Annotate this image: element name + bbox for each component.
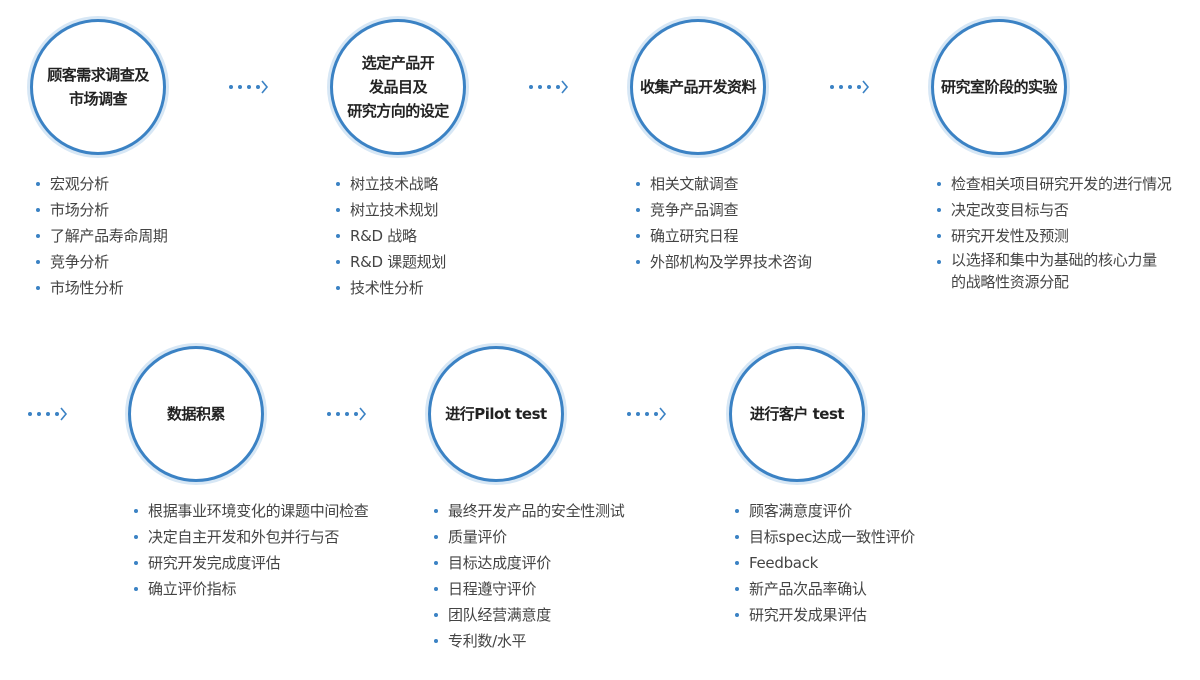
- bullet-icon: [937, 260, 941, 264]
- bullet-icon: [134, 535, 138, 539]
- list-item: 了解产品寿命周期: [36, 223, 168, 249]
- list-item: 研究开发性及预测: [937, 223, 1172, 249]
- list-item: 相关文献调查: [636, 171, 812, 197]
- stage-1-list: 宏观分析 市场分析 了解产品寿命周期 竞争分析 市场性分析: [36, 171, 168, 301]
- bullet-icon: [336, 182, 340, 186]
- stage-2-title: 选定产品开 发品目及 研究方向的设定: [347, 54, 449, 120]
- bullet-icon: [134, 587, 138, 591]
- list-item: 新产品次品率确认: [735, 576, 915, 602]
- list-item: 宏观分析: [36, 171, 168, 197]
- stage-3-circle: 收集产品开发资料: [630, 19, 766, 155]
- list-item: Feedback: [735, 550, 915, 576]
- list-item: 确立评价指标: [134, 576, 369, 602]
- bullet-icon: [36, 182, 40, 186]
- list-item: 专利数/水平: [434, 628, 624, 654]
- bullet-icon: [336, 286, 340, 290]
- bullet-icon: [735, 535, 739, 539]
- list-item: 检查相关项目研究开发的进行情况: [937, 171, 1172, 197]
- list-item: 树立技术规划: [336, 197, 446, 223]
- list-item: 研究开发完成度评估: [134, 550, 369, 576]
- bullet-icon: [336, 208, 340, 212]
- bullet-icon: [937, 208, 941, 212]
- connector-4-icon: [28, 407, 68, 421]
- list-item: 确立研究日程: [636, 223, 812, 249]
- bullet-icon: [434, 613, 438, 617]
- stage-1-circle: 顾客需求调查及 市场调查: [30, 19, 166, 155]
- bullet-icon: [636, 260, 640, 264]
- stage-2-list: 树立技术战略 树立技术规划 R&D 战略 R&D 课题规划 技术性分析: [336, 171, 446, 301]
- list-item: 目标达成度评价: [434, 550, 624, 576]
- bullet-icon: [434, 535, 438, 539]
- bullet-icon: [36, 234, 40, 238]
- list-item: 最终开发产品的安全性测试: [434, 498, 625, 524]
- bullet-icon: [937, 182, 941, 186]
- list-item: 竞争产品调查: [636, 197, 812, 223]
- list-item: 顾客满意度评价: [735, 498, 915, 524]
- connector-6-icon: [627, 407, 667, 421]
- stage-6-title: 进行Pilot test: [445, 405, 547, 423]
- bullet-icon: [134, 561, 138, 565]
- bullet-icon: [735, 561, 739, 565]
- bullet-icon: [636, 182, 640, 186]
- bullet-icon: [434, 561, 438, 565]
- connector-5-icon: [327, 407, 367, 421]
- stage-5-list: 根据事业环境变化的课题中间检查 决定自主开发和外包并行与否 研究开发完成度评估 …: [134, 498, 369, 602]
- stage-4-title: 研究室阶段的实验: [940, 78, 1058, 96]
- stage-6-list: 最终开发产品的安全性测试 质量评价 目标达成度评价 日程遵守评价 团队经营满意度…: [434, 498, 625, 654]
- list-item: 以选择和集中为基础的核心力量 的战略性资源分配: [937, 249, 1172, 295]
- list-item: 决定改变目标与否: [937, 197, 1172, 223]
- stage-5-circle: 数据积累: [128, 346, 264, 482]
- stage-7-title: 进行客户 test: [749, 405, 845, 423]
- bullet-icon: [636, 208, 640, 212]
- stage-7-list: 顾客满意度评价 目标spec达成一致性评价 Feedback 新产品次品率确认 …: [735, 498, 915, 628]
- connector-2-icon: [529, 80, 569, 94]
- list-item: 树立技术战略: [336, 171, 446, 197]
- bullet-icon: [36, 208, 40, 212]
- bullet-icon: [36, 286, 40, 290]
- bullet-icon: [735, 587, 739, 591]
- list-item: 技术性分析: [336, 275, 446, 301]
- stage-4-list: 检查相关项目研究开发的进行情况 决定改变目标与否 研究开发性及预测 以选择和集中…: [937, 171, 1172, 295]
- stage-3-title: 收集产品开发资料: [639, 78, 757, 96]
- stage-5-title: 数据积累: [166, 405, 226, 423]
- list-item: 目标spec达成一致性评价: [735, 524, 915, 550]
- list-item: R&D 战略: [336, 223, 446, 249]
- list-item: 决定自主开发和外包并行与否: [134, 524, 369, 550]
- list-item: 外部机构及学界技术咨询: [636, 249, 812, 275]
- stage-6-circle: 进行Pilot test: [428, 346, 564, 482]
- bullet-icon: [134, 509, 138, 513]
- bullet-icon: [735, 509, 739, 513]
- list-item: 根据事业环境变化的课题中间检查: [134, 498, 369, 524]
- list-item: 市场分析: [36, 197, 168, 223]
- stage-1-title: 顾客需求调查及 市场调查: [47, 66, 149, 108]
- bullet-icon: [336, 234, 340, 238]
- list-item: R&D 课题规划: [336, 249, 446, 275]
- list-item: 团队经营满意度: [434, 602, 624, 628]
- stage-2-circle: 选定产品开 发品目及 研究方向的设定: [330, 19, 466, 155]
- stage-4-circle: 研究室阶段的实验: [931, 19, 1067, 155]
- connector-3-icon: [830, 80, 870, 94]
- bullet-icon: [735, 613, 739, 617]
- list-item: 竞争分析: [36, 249, 168, 275]
- list-item: 市场性分析: [36, 275, 168, 301]
- list-item: 研究开发成果评估: [735, 602, 915, 628]
- bullet-icon: [636, 234, 640, 238]
- bullet-icon: [434, 509, 438, 513]
- bullet-icon: [434, 639, 438, 643]
- connector-1-icon: [229, 80, 269, 94]
- bullet-icon: [36, 260, 40, 264]
- bullet-icon: [336, 260, 340, 264]
- bullet-icon: [434, 587, 438, 591]
- bullet-icon: [937, 234, 941, 238]
- list-item: 日程遵守评价: [434, 576, 624, 602]
- stage-3-list: 相关文献调查 竞争产品调查 确立研究日程 外部机构及学界技术咨询: [636, 171, 812, 275]
- list-item: 质量评价: [434, 524, 624, 550]
- stage-7-circle: 进行客户 test: [729, 346, 865, 482]
